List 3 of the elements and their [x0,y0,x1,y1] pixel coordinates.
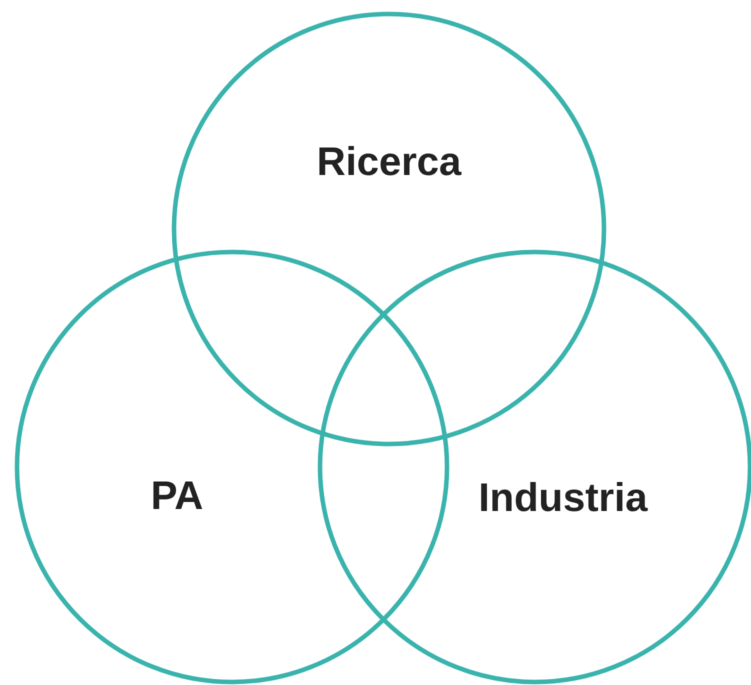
circle-label: PA [150,476,204,516]
circle-label: Industria [478,478,648,518]
circle-label: Ricerca [316,142,462,182]
